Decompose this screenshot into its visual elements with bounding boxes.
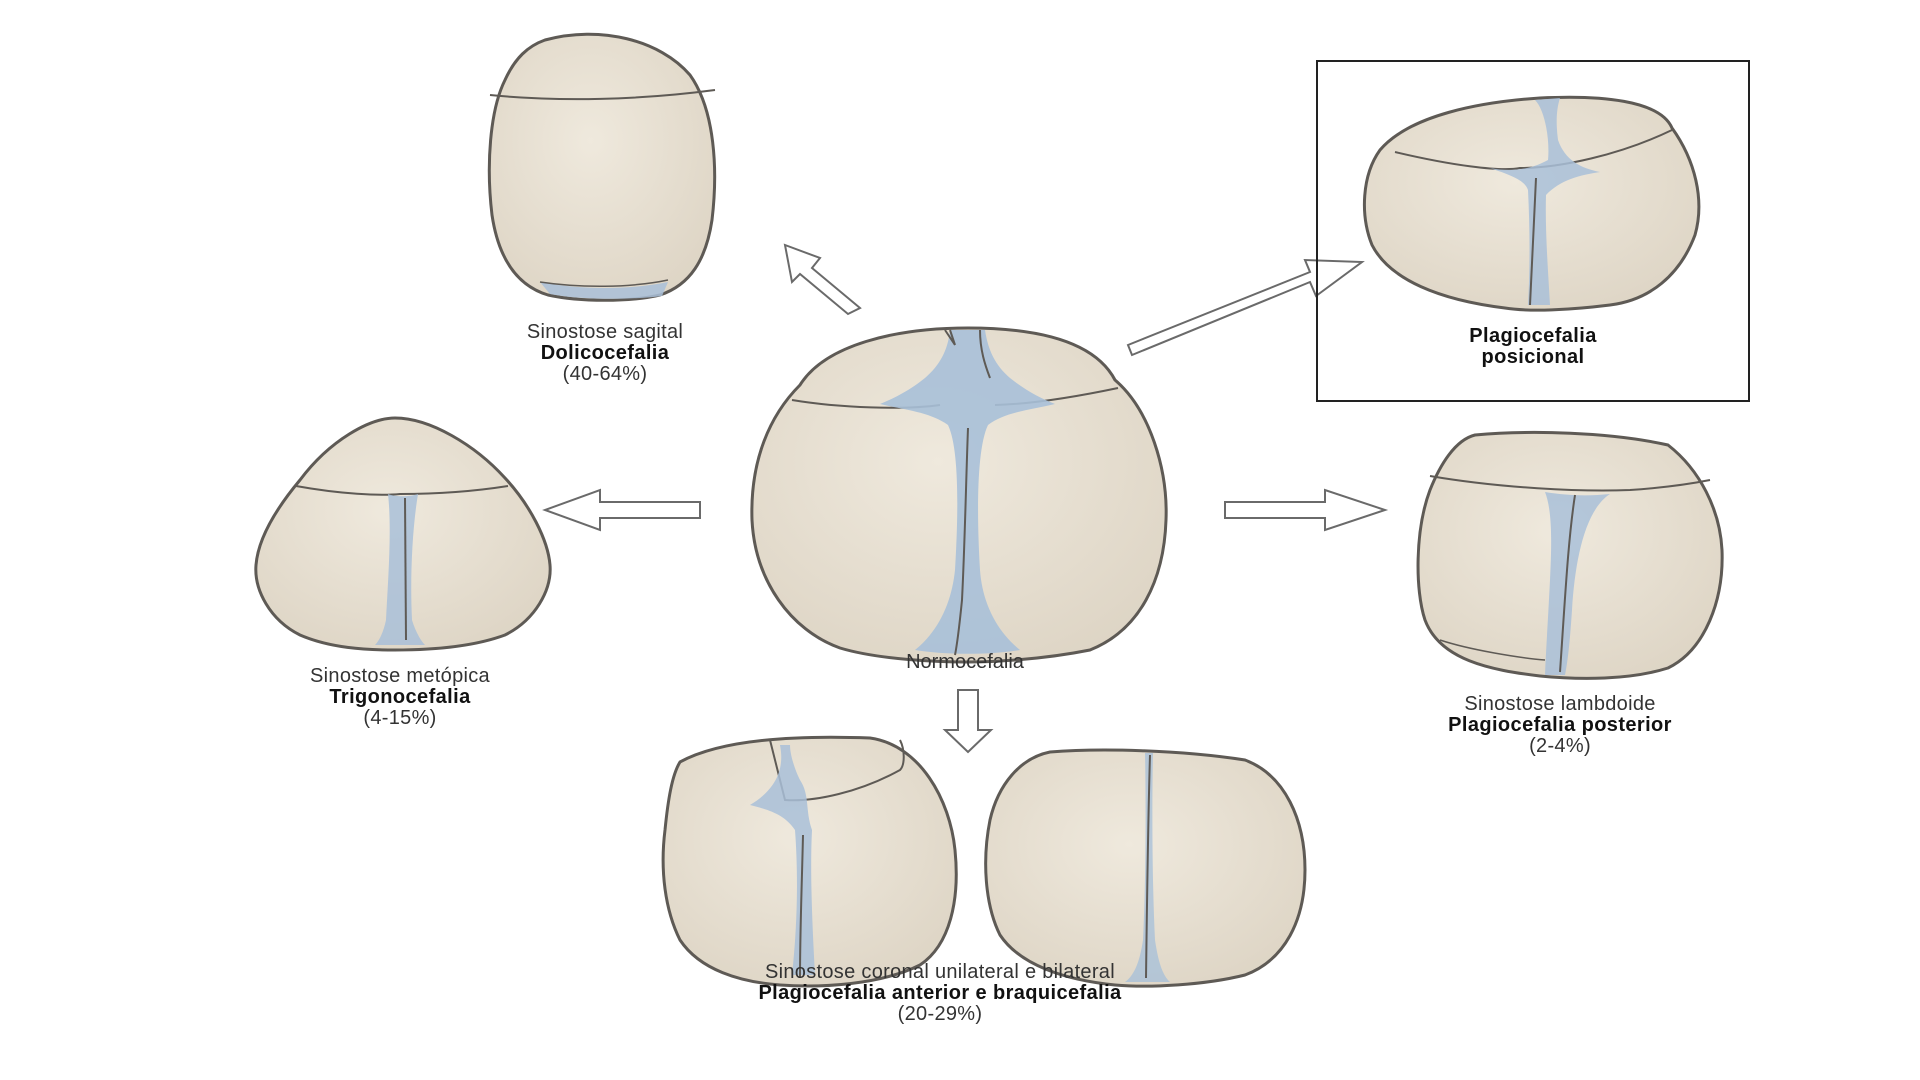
label-coronal-condition: Plagiocefalia anterior e braquicefalia bbox=[630, 983, 1250, 1004]
skull-plagiocefalia-anterior bbox=[663, 737, 956, 986]
label-coronal: Sinostose coronal unilateral e bilateral… bbox=[630, 962, 1250, 1025]
label-lambdoid-condition: Plagiocefalia posterior bbox=[1360, 715, 1760, 736]
skull-trigonocefalia bbox=[256, 418, 550, 650]
arrow-to-dolicocefalia bbox=[785, 245, 860, 314]
arrow-to-plagiocefalia-posterior bbox=[1225, 490, 1385, 530]
arrow-to-coronal bbox=[945, 690, 991, 752]
label-lambdoid: Sinostose lambdoide Plagiocefalia poster… bbox=[1360, 694, 1760, 757]
label-lambdoid-name: Sinostose lambdoide bbox=[1360, 694, 1760, 715]
label-sagittal: Sinostose sagital Dolicocefalia (40-64%) bbox=[470, 322, 740, 385]
label-metopic-percent: (4-15%) bbox=[240, 708, 560, 729]
skull-normocefalia bbox=[752, 328, 1166, 662]
skull-braquicefalia bbox=[986, 750, 1305, 986]
skull-plagiocefalia-posterior bbox=[1418, 432, 1722, 678]
label-sagittal-name: Sinostose sagital bbox=[470, 322, 740, 343]
label-positional-line2: posicional bbox=[1378, 347, 1688, 368]
label-positional: Plagiocefalia posicional bbox=[1378, 326, 1688, 368]
label-metopic-condition: Trigonocefalia bbox=[240, 687, 560, 708]
label-sagittal-percent: (40-64%) bbox=[470, 364, 740, 385]
label-metopic: Sinostose metópica Trigonocefalia (4-15%… bbox=[240, 666, 560, 729]
label-metopic-name: Sinostose metópica bbox=[240, 666, 560, 687]
label-coronal-percent: (20-29%) bbox=[630, 1004, 1250, 1025]
arrow-to-trigonocefalia bbox=[545, 490, 700, 530]
skull-dolicocefalia bbox=[489, 34, 715, 300]
label-normal-name: Normocefalia bbox=[840, 652, 1090, 673]
label-normal: Normocefalia bbox=[840, 652, 1090, 673]
label-coronal-name: Sinostose coronal unilateral e bilateral bbox=[630, 962, 1250, 983]
label-lambdoid-percent: (2-4%) bbox=[1360, 736, 1760, 757]
label-positional-line1: Plagiocefalia bbox=[1378, 326, 1688, 347]
label-sagittal-condition: Dolicocefalia bbox=[470, 343, 740, 364]
